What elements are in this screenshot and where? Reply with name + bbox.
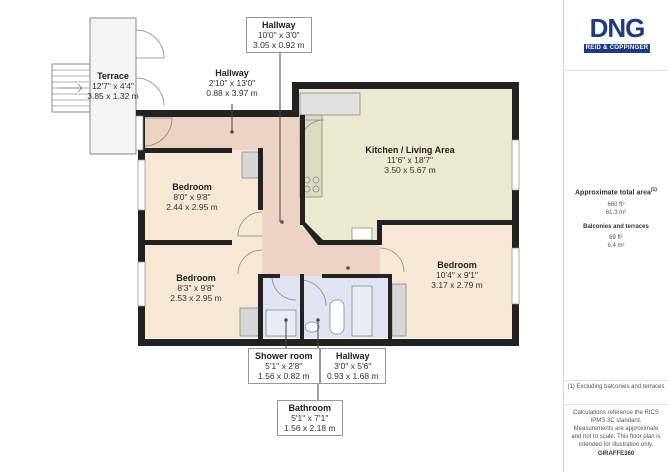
hallway-bottom-metric: 0.93 x 1.68 m bbox=[327, 371, 379, 381]
side-rule-disclaimer bbox=[563, 404, 668, 405]
shower-room-imperial: 5'1" x 2'8" bbox=[265, 361, 303, 371]
hallway-bottom-callout: Hallway 3'0" x 5'6" 0.93 x 1.68 m bbox=[320, 348, 386, 384]
hallway-inner-metric: 0.88 x 3.97 m bbox=[206, 88, 258, 98]
credit-text: GIRAFFE360 bbox=[597, 451, 635, 457]
bedroom-2-label: Bedroom 8'3" x 9'8" 2.53 x 2.95 m bbox=[154, 273, 238, 303]
terrace-label: Terrace 12'7" x 4'4" 3.85 x 1.32 m bbox=[80, 71, 146, 101]
hallway-top-name: Hallway bbox=[261, 20, 296, 30]
disclaimer-text: Calculations reference the RICS IPMS 3C … bbox=[571, 410, 661, 448]
walls bbox=[136, 82, 519, 346]
kitchen-imperial: 11'6" x 18'7" bbox=[387, 155, 433, 165]
wardrobes bbox=[239, 151, 407, 337]
hallway-inner-label: Hallway 2'10" x 13'0" 0.88 x 3.97 m bbox=[190, 68, 274, 98]
bedroom-3-area bbox=[380, 222, 512, 338]
bedroom-1-name: Bedroom bbox=[172, 182, 212, 192]
bedroom-2-imperial: 8'3" x 9'8" bbox=[177, 283, 215, 293]
kitchen-name: Kitchen / Living Area bbox=[365, 145, 455, 155]
bathroom-fixtures bbox=[265, 285, 373, 337]
bathroom-imperial: 5'1" x 7'1" bbox=[291, 413, 329, 423]
kitchen-fixtures bbox=[299, 92, 373, 241]
bedroom-3-metric: 3.17 x 2.79 m bbox=[431, 280, 483, 290]
side-rule-footnote bbox=[563, 380, 668, 381]
brand-logo-sub: REID & COPPINGER bbox=[584, 44, 650, 53]
bedroom-3-label: Bedroom 10'4" x 9'1" 3.17 x 2.79 m bbox=[412, 260, 502, 290]
bedroom-1-imperial: 8'0" x 9'8" bbox=[173, 192, 211, 202]
shower-room-name: Shower room bbox=[255, 351, 313, 361]
shower-room-callout: Shower room 5'1" x 2'8" 1.56 x 0.82 m bbox=[248, 348, 320, 384]
hallway-inner-name: Hallway bbox=[215, 68, 249, 78]
hallway-inner-imperial: 2'10" x 13'0" bbox=[208, 78, 256, 88]
kitchen-label: Kitchen / Living Area 11'6" x 18'7" 3.50… bbox=[350, 145, 470, 175]
area-footnote: (1) Excluding balconies and terraces bbox=[567, 384, 665, 390]
brand-logo-text: DNG bbox=[589, 13, 646, 43]
bathroom-callout: Bathroom 5'1" x 7'1" 1.56 x 2.18 m bbox=[277, 400, 343, 436]
bedroom-1-label: Bedroom 8'0" x 9'8" 2.44 x 2.95 m bbox=[150, 182, 234, 212]
area-title-text: Approximate total area bbox=[575, 189, 651, 197]
hallway-top-callout: Hallway 10'0" x 3'0" 3.05 x 0.92 m bbox=[246, 17, 312, 53]
bedroom-3-imperial: 10'4" x 9'1" bbox=[436, 270, 478, 280]
area-summary-title: Approximate total area(1) bbox=[566, 186, 666, 197]
area-total-ft: 660 ft² bbox=[607, 202, 625, 209]
door-swings bbox=[143, 117, 405, 307]
room-markers bbox=[230, 130, 350, 322]
balconies-title: Balconies and terraces bbox=[583, 224, 649, 231]
bedroom-2-name: Bedroom bbox=[176, 273, 216, 283]
area-summary: Approximate total area(1) 660 ft² 61.3 m… bbox=[566, 186, 666, 250]
floor-plan bbox=[51, 17, 520, 400]
terrace-metric: 3.85 x 1.32 m bbox=[87, 91, 139, 101]
bedroom-3-name: Bedroom bbox=[437, 260, 477, 270]
hallway-top-imperial: 10'0" x 3'0" bbox=[257, 30, 300, 40]
terrace-name: Terrace bbox=[97, 71, 129, 81]
bathroom-metric: 1.56 x 2.18 m bbox=[284, 423, 336, 433]
kitchen-metric: 3.50 x 5.67 m bbox=[384, 165, 436, 175]
side-panel-divider bbox=[563, 0, 564, 472]
terrace-area bbox=[51, 17, 165, 155]
brand-logo: DNG REID & COPPINGER bbox=[584, 14, 650, 53]
terrace-imperial: 12'7" x 4'4" bbox=[92, 81, 134, 91]
balconies-ft: 69 ft² bbox=[609, 235, 623, 242]
windows bbox=[135, 115, 520, 307]
side-rule-top bbox=[563, 70, 668, 71]
balconies-m: 6.4 m² bbox=[607, 243, 625, 250]
hallway-bottom-imperial: 3'0" x 5'6" bbox=[334, 361, 372, 371]
bedroom-2-metric: 2.53 x 2.95 m bbox=[170, 293, 222, 303]
kitchen-area bbox=[292, 85, 512, 243]
shower-room-metric: 1.56 x 0.82 m bbox=[258, 371, 310, 381]
area-total-m: 61.3 m² bbox=[605, 210, 627, 217]
bathroom-name: Bathroom bbox=[288, 403, 332, 413]
bedroom-1-metric: 2.44 x 2.95 m bbox=[166, 202, 218, 212]
area-title-note: (1) bbox=[650, 187, 657, 193]
hallway-top-metric: 3.05 x 0.92 m bbox=[253, 40, 305, 50]
hallway-bottom-name: Hallway bbox=[335, 351, 370, 361]
